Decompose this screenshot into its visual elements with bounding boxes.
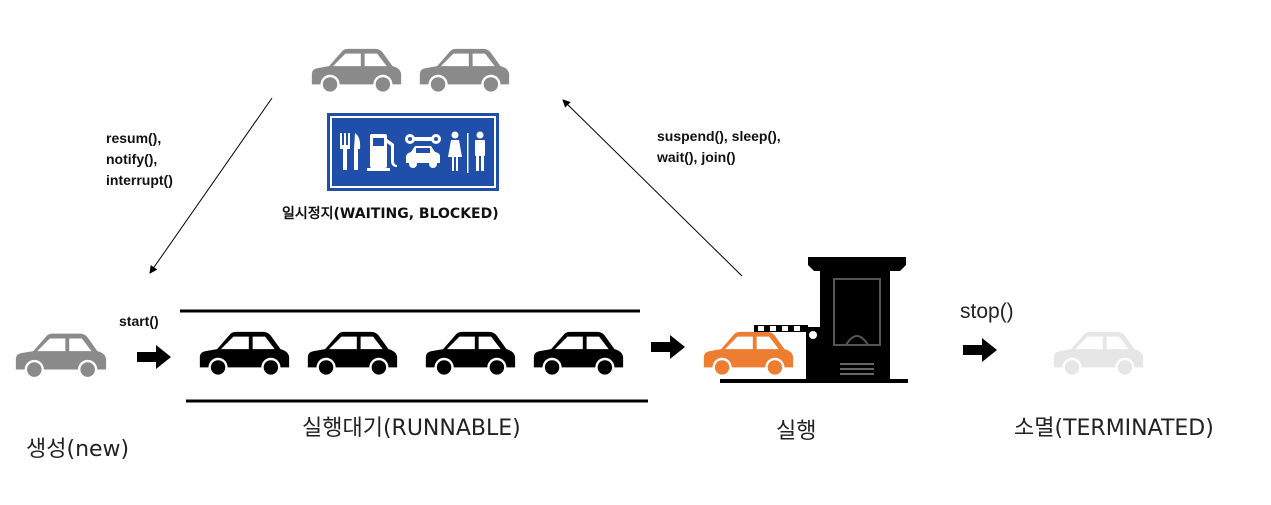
- terminated-state-label: 소멸(TERMINATED): [1014, 410, 1214, 442]
- car-icon: [196, 328, 292, 378]
- car-icon: [304, 328, 400, 378]
- running-state-label: 실행: [776, 413, 816, 445]
- car-icon: [1050, 328, 1146, 378]
- right-arrow-icon: [651, 335, 685, 359]
- stop-transition-label: stop(): [960, 300, 1014, 324]
- car-icon: [422, 328, 518, 378]
- runnable-state-label: 실행대기(RUNNABLE): [302, 410, 521, 442]
- toll-booth-icon: [720, 255, 910, 385]
- right-arrow-icon: [963, 338, 997, 362]
- car-icon: [530, 328, 626, 378]
